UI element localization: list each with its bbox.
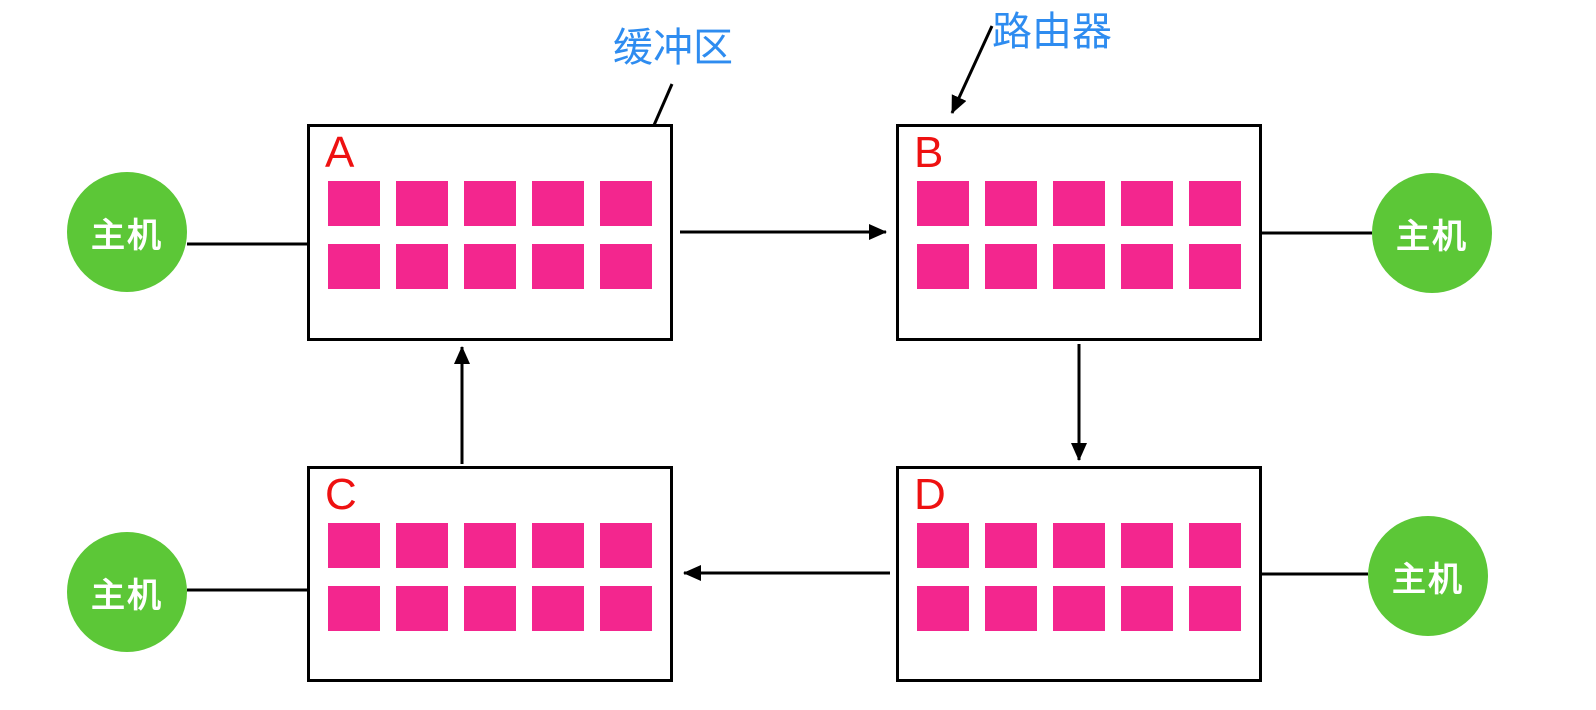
buffer-square	[464, 181, 516, 226]
buffer-square	[917, 244, 969, 289]
buffer-square	[985, 244, 1037, 289]
buffer-square	[1053, 181, 1105, 226]
buffer-square	[328, 181, 380, 226]
router-letter-a: A	[325, 128, 355, 177]
buffer-grid-a	[328, 181, 652, 289]
buffer-square	[600, 244, 652, 289]
router-box-c: C	[307, 466, 673, 682]
buffer-grid-d	[917, 523, 1241, 631]
buffer-square	[1053, 523, 1105, 568]
host-circle-top-left: 主机	[67, 172, 187, 292]
buffer-square	[917, 181, 969, 226]
buffer-square	[532, 244, 584, 289]
buffer-square	[1053, 586, 1105, 631]
buffer-square	[396, 244, 448, 289]
buffer-row	[328, 523, 652, 568]
buffer-row	[328, 244, 652, 289]
buffer-square	[1121, 181, 1173, 226]
buffer-square	[985, 181, 1037, 226]
router-box-b: B	[896, 124, 1262, 341]
buffer-row	[917, 244, 1241, 289]
host-circle-top-right: 主机	[1372, 173, 1492, 293]
buffer-square	[328, 244, 380, 289]
host-label: 主机	[1392, 560, 1464, 599]
buffer-square	[917, 523, 969, 568]
buffer-square	[917, 586, 969, 631]
buffer-grid-b	[917, 181, 1241, 289]
buffer-square	[1121, 586, 1173, 631]
buffer-row	[328, 586, 652, 631]
host-circle-bottom-left: 主机	[67, 532, 187, 652]
buffer-square	[1121, 523, 1173, 568]
buffer-annotation-label: 缓冲区	[613, 26, 733, 70]
buffer-square	[464, 523, 516, 568]
host-label: 主机	[91, 216, 163, 255]
router-annotation-label: 路由器	[992, 10, 1112, 54]
buffer-square	[985, 523, 1037, 568]
buffer-square	[464, 244, 516, 289]
router-letter-d: D	[914, 470, 946, 519]
buffer-square	[600, 586, 652, 631]
host-circle-bottom-right: 主机	[1368, 516, 1488, 636]
router-letter-c: C	[325, 470, 357, 519]
router-letter-b: B	[914, 128, 944, 177]
buffer-square	[328, 523, 380, 568]
buffer-square	[532, 523, 584, 568]
router-box-a: A	[307, 124, 673, 341]
buffer-square	[1189, 523, 1241, 568]
arrow-router-annotation	[950, 25, 994, 114]
buffer-row	[917, 181, 1241, 226]
buffer-square	[985, 586, 1037, 631]
buffer-square	[1189, 181, 1241, 226]
buffer-square	[1121, 244, 1173, 289]
buffer-square	[532, 586, 584, 631]
buffer-square	[600, 523, 652, 568]
buffer-square	[396, 523, 448, 568]
buffer-row	[328, 181, 652, 226]
host-label: 主机	[91, 576, 163, 615]
buffer-square	[396, 586, 448, 631]
router-box-d: D	[896, 466, 1262, 682]
buffer-square	[1189, 244, 1241, 289]
buffer-row	[917, 523, 1241, 568]
buffer-square	[1053, 244, 1105, 289]
buffer-square	[1189, 586, 1241, 631]
buffer-grid-c	[328, 523, 652, 631]
buffer-square	[532, 181, 584, 226]
buffer-square	[396, 181, 448, 226]
buffer-square	[328, 586, 380, 631]
buffer-square	[600, 181, 652, 226]
buffer-square	[464, 586, 516, 631]
buffer-row	[917, 586, 1241, 631]
host-label: 主机	[1396, 217, 1468, 256]
